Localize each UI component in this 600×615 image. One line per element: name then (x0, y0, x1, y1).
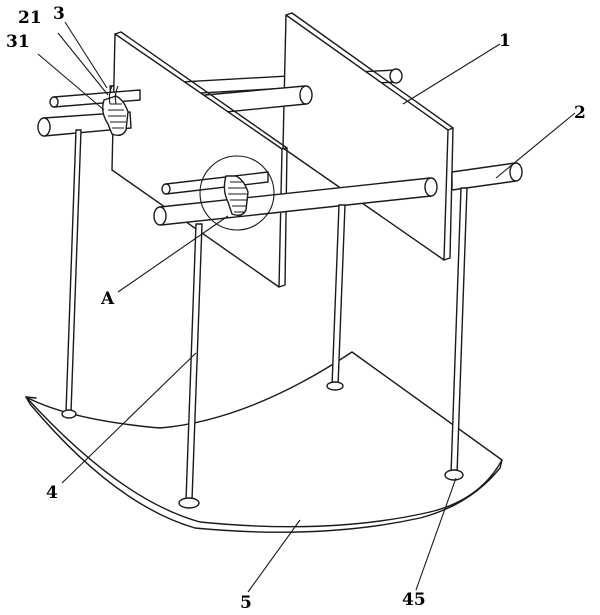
upper-mid-shaft (204, 85, 313, 115)
label-leg: 4 (46, 483, 58, 503)
upper-gear-clamp (101, 85, 129, 137)
label-detail-a: A (100, 289, 115, 309)
right-shaft (451, 162, 523, 191)
front-shaft (153, 177, 438, 226)
legs (65, 129, 468, 501)
label-gear-clamp: 3 (53, 4, 65, 24)
label-plate: 1 (499, 31, 511, 51)
base-plate (25, 351, 503, 533)
label-shaft: 2 (574, 103, 586, 123)
label-gear-teeth: 31 (6, 32, 30, 52)
label-foot-hole: 45 (402, 590, 426, 610)
leg-feet (61, 381, 464, 509)
leader-lines (37, 21, 576, 593)
label-base: 5 (240, 593, 252, 613)
right-panel (282, 12, 454, 261)
reference-labels: 1 2 3 21 31 A 4 5 45 (6, 4, 586, 613)
detail-circle-a (199, 155, 275, 231)
label-small-rod: 21 (18, 8, 42, 28)
